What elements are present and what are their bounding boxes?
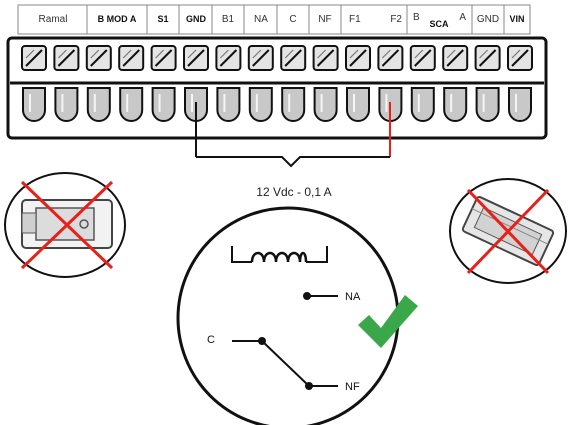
- contact-label-c: C: [207, 334, 215, 346]
- lock-rating-label: 12 Vdc - 0,1 A: [256, 185, 331, 199]
- screw-slot: [122, 49, 140, 67]
- coil-icon: [250, 251, 308, 263]
- connection-bracket: [196, 156, 390, 168]
- relay-circle: [176, 206, 400, 425]
- screw-slot: [414, 49, 432, 67]
- terminal-pin: [119, 87, 144, 122]
- screw-hatch: [414, 49, 424, 59]
- incorrect-device-left: [4, 172, 126, 278]
- terminal-pin: [508, 87, 532, 122]
- terminal-pin: [475, 87, 500, 122]
- screw-hatch: [122, 49, 132, 59]
- header-label-f2: F2: [390, 14, 402, 25]
- cross-line: [20, 180, 114, 270]
- screw-hatch: [57, 49, 67, 59]
- terminal-pin: [248, 87, 273, 122]
- relay-symbol: NA C NF: [176, 206, 400, 425]
- switch-arm: [261, 340, 310, 387]
- screw-slot: [187, 49, 205, 67]
- screw-slot: [57, 49, 76, 67]
- na-contact-dot: [303, 292, 311, 300]
- screw-hatch: [381, 49, 391, 59]
- screw-slot: [446, 49, 464, 67]
- header-frame: [17, 4, 531, 35]
- header-label-ramal: Ramal: [39, 14, 68, 25]
- screw-hatch: [479, 49, 489, 59]
- header-label-gnd-2: GND: [477, 14, 499, 25]
- screw-hatch: [155, 49, 165, 59]
- terminal-pin: [86, 87, 111, 122]
- header-label-sca: SCA: [429, 19, 449, 29]
- pin-row: [22, 87, 532, 122]
- header-label-s1: S1: [157, 14, 168, 24]
- device-connector: [21, 212, 37, 234]
- incorrect-device-right: [449, 178, 567, 284]
- header-label-b-mod-a: B MOD A: [98, 14, 137, 24]
- screw-hatch: [90, 49, 100, 59]
- nf-contact-dot: [305, 382, 313, 390]
- screw-row: [21, 45, 533, 71]
- terminal-pin: [443, 87, 468, 122]
- terminal-pin: [346, 87, 370, 122]
- screw-slot: [284, 49, 302, 67]
- device-screw: [79, 219, 89, 229]
- screw-slot: [219, 49, 238, 67]
- screw-slot: [252, 49, 270, 67]
- terminal-pin: [216, 87, 241, 122]
- contact-label-na: NA: [345, 291, 361, 303]
- terminal-pin: [410, 87, 435, 122]
- device-detail: [471, 208, 549, 245]
- screw-slot: [316, 49, 335, 67]
- screw-hatch: [252, 49, 262, 59]
- screw-hatch: [219, 49, 229, 59]
- terminal-pin: [281, 87, 306, 122]
- screw-hatch: [446, 49, 456, 59]
- terminal-pin: [22, 87, 46, 122]
- wiring: [195, 102, 391, 168]
- header-label-a: A: [459, 12, 466, 23]
- terminal-pin: [313, 87, 338, 122]
- header-label-nf: NF: [318, 14, 331, 25]
- terminal-pin: [54, 87, 79, 122]
- header-label-na: NA: [254, 14, 268, 25]
- header-label-b: B: [413, 12, 420, 23]
- contact-label-nf: NF: [345, 381, 360, 393]
- screw-hatch: [511, 49, 521, 59]
- cross-line: [466, 188, 550, 275]
- header-label-gnd: GND: [186, 14, 207, 24]
- screw-hatch: [25, 49, 35, 59]
- header-label-c: C: [289, 14, 296, 25]
- terminal-block: [6, 36, 548, 140]
- header-label-b1: B1: [222, 14, 235, 25]
- check-icon: [358, 295, 418, 348]
- terminal-pin: [151, 87, 176, 122]
- screw-hatch: [317, 49, 327, 59]
- screw-slot: [381, 49, 400, 67]
- screw-hatch: [187, 49, 197, 59]
- screw-slot: [511, 49, 529, 67]
- terminal-header: Ramal B MOD A S1 GND B1 NA C NF F1 F2 B …: [17, 4, 531, 35]
- screw-hatch: [349, 49, 359, 59]
- coil-lead-left: [231, 246, 252, 263]
- screw-slot: [25, 49, 43, 67]
- screw-slot: [478, 49, 497, 67]
- screw-slot: [154, 49, 173, 67]
- screw-slot: [349, 49, 367, 67]
- screw-hatch: [284, 49, 294, 59]
- screw-slot: [90, 49, 108, 67]
- header-label-vin: VIN: [509, 14, 524, 24]
- header-label-f1: F1: [349, 14, 361, 25]
- coil-lead-right: [306, 246, 328, 263]
